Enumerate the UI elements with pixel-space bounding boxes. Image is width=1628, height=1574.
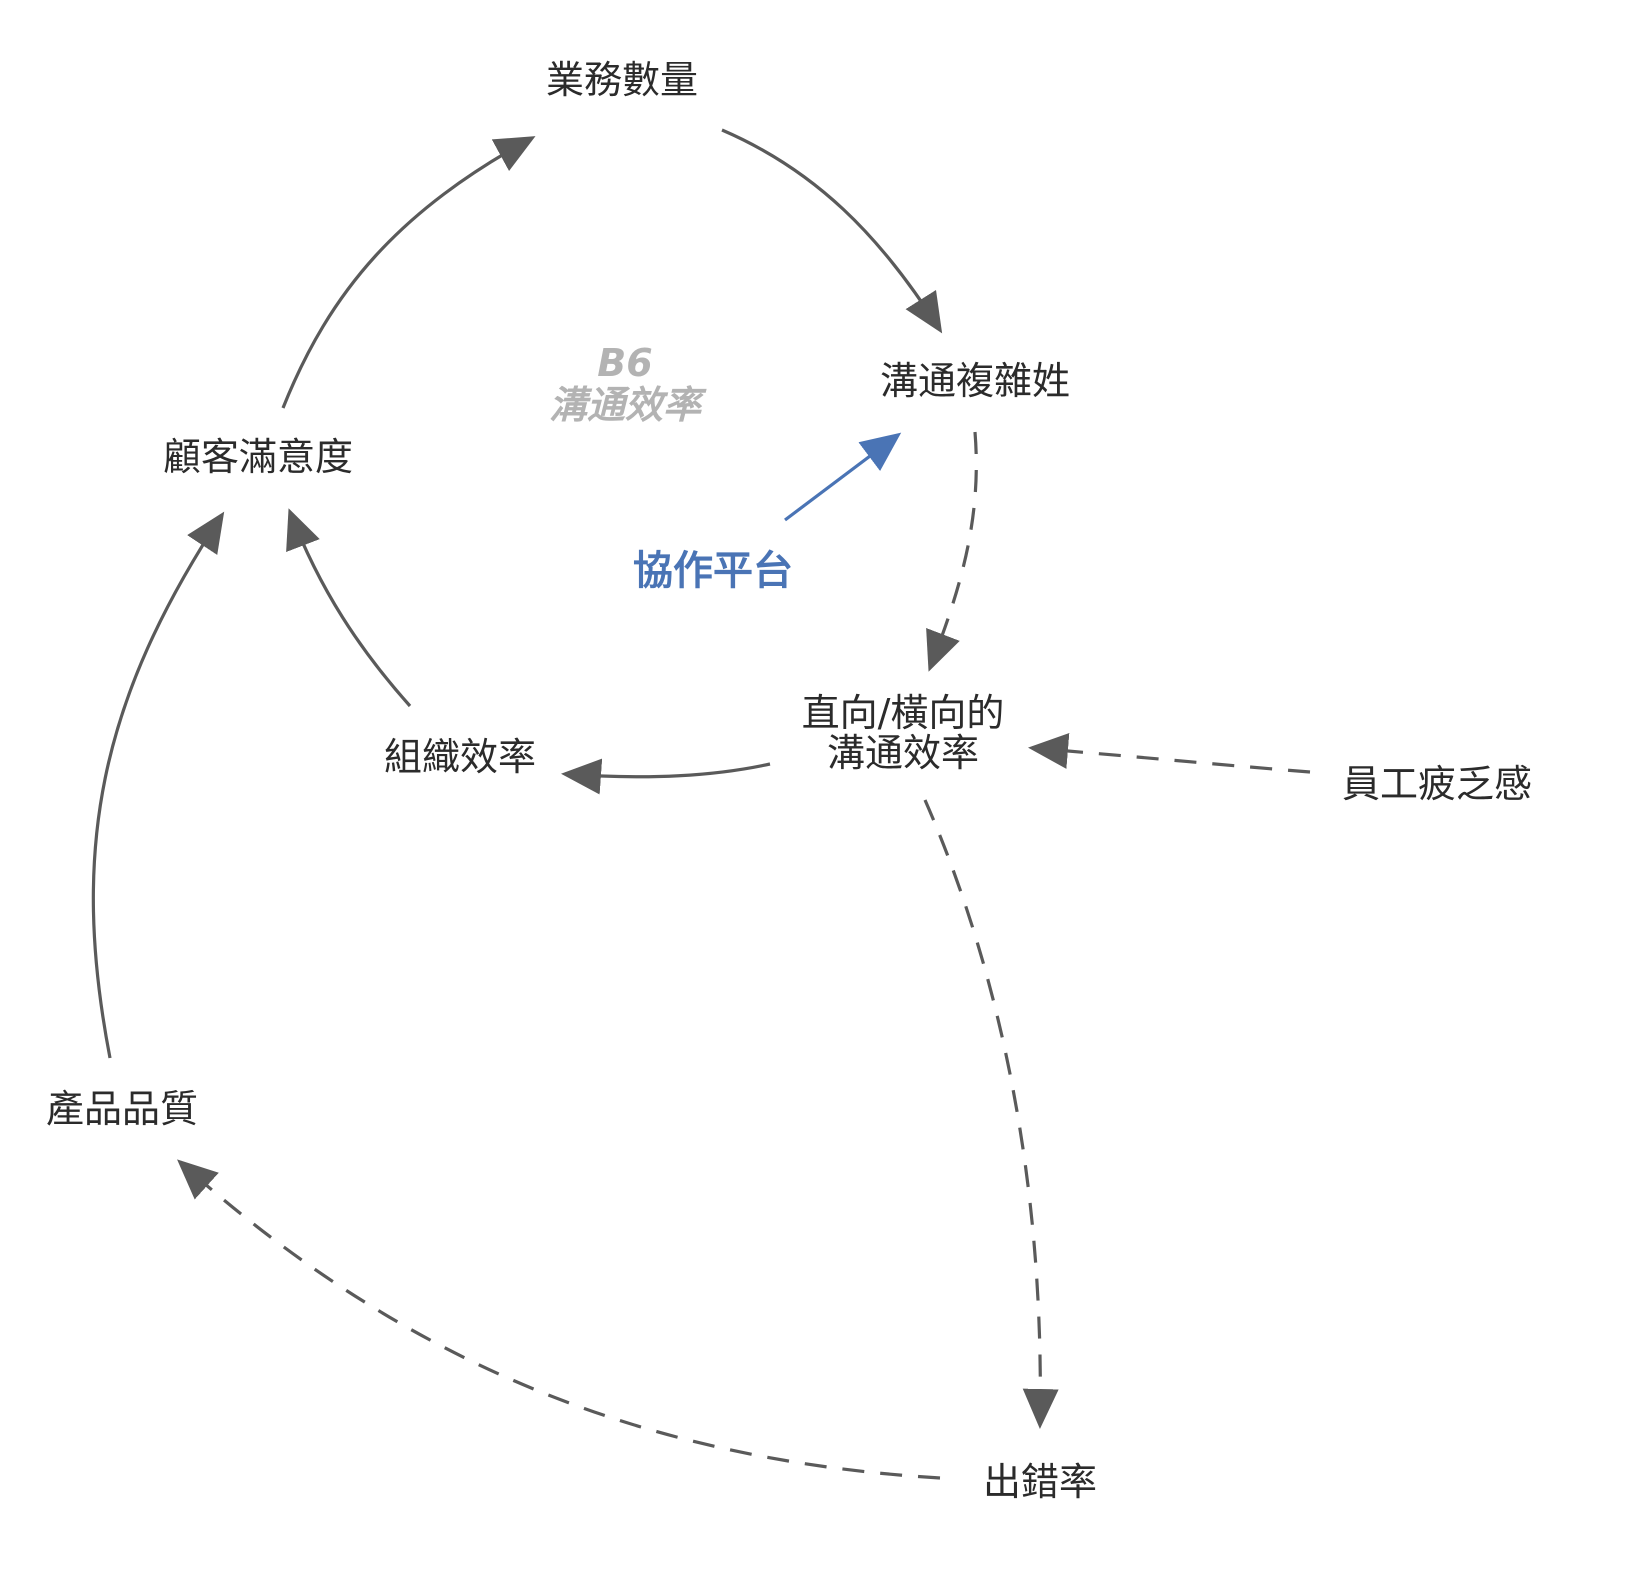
node-comm-efficiency-line1: 直向/橫向的 xyxy=(802,691,1005,735)
node-employee-fatigue: 員工疲乏感 xyxy=(1342,762,1532,806)
node-comm-efficiency-line2: 溝通效率 xyxy=(827,731,979,775)
node-org-efficiency: 組織效率 xyxy=(384,735,536,779)
loop-id-label: B6 xyxy=(597,341,652,385)
link-comm-efficiency-to-org-efficiency xyxy=(561,758,771,795)
link-org-efficiency-to-customer-satisfaction xyxy=(286,508,412,708)
link-comm-complexity-to-comm-efficiency xyxy=(926,431,978,672)
link-product-quality-to-customer-satisfaction xyxy=(91,511,225,1059)
node-customer-satisfaction: 顧客滿意度 xyxy=(163,435,353,479)
node-error-rate: 出錯率 xyxy=(983,1460,1097,1504)
loop-name-label: 溝通效率 xyxy=(549,383,707,427)
link-employee-fatigue-to-comm-efficiency xyxy=(1028,732,1311,774)
link-customer-satisfaction-to-business-volume xyxy=(281,136,536,409)
node-communication-complexity: 溝通複雜姓 xyxy=(880,359,1070,403)
node-business-volume: 業務數量 xyxy=(546,58,698,102)
intervention-collab-platform: 協作平台 xyxy=(633,548,793,594)
link-collab-platform-to-comm-complexity xyxy=(784,432,902,522)
node-product-quality: 產品品質 xyxy=(46,1087,198,1131)
link-business-volume-to-comm-complexity xyxy=(721,128,943,334)
link-comm-efficiency-to-error-rate xyxy=(923,799,1059,1429)
link-error-rate-to-product-quality xyxy=(177,1159,941,1480)
